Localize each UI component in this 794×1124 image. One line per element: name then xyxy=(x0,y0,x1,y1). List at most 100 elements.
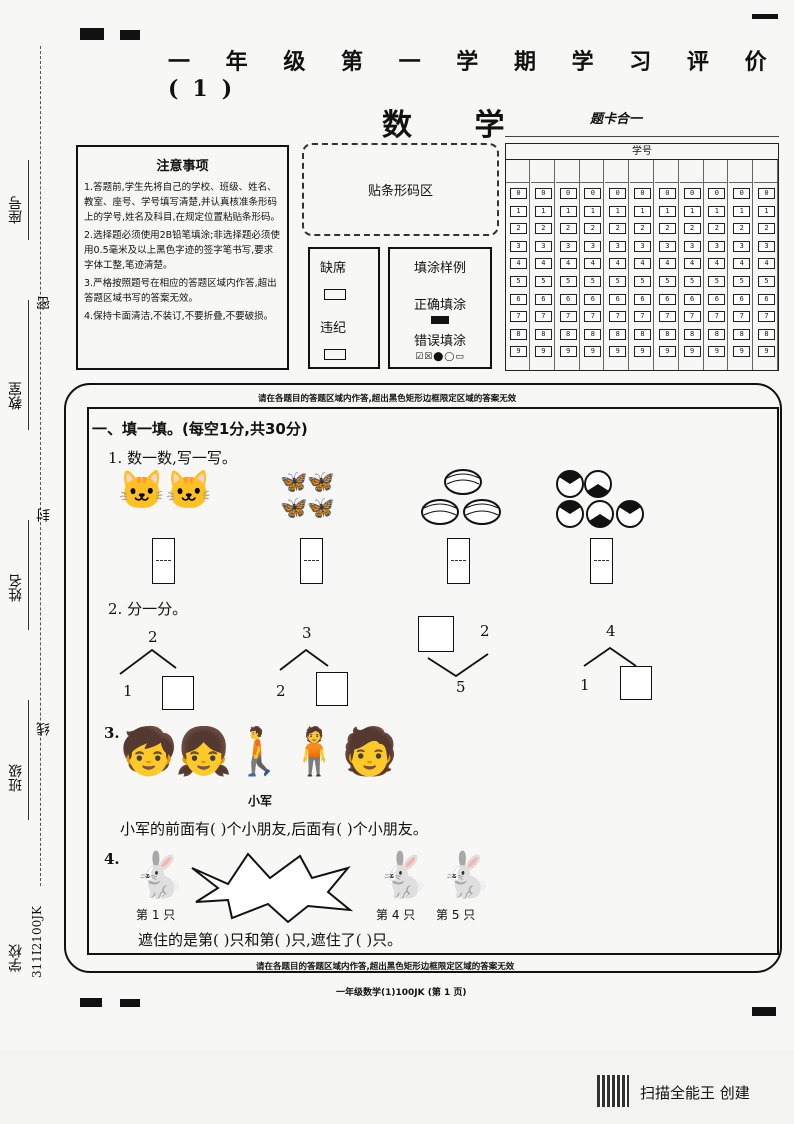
student-id-bubble[interactable]: 6 xyxy=(534,293,552,305)
student-id-bubble[interactable]: 0 xyxy=(584,188,602,199)
seat-field[interactable] xyxy=(28,160,29,240)
student-id-bubble[interactable]: 8 xyxy=(634,328,651,340)
student-id-bubble[interactable]: 6 xyxy=(683,293,701,305)
student-id-digit-cell[interactable] xyxy=(605,160,629,183)
student-id-bubble[interactable]: 7 xyxy=(559,311,577,323)
student-id-digit-cell[interactable] xyxy=(630,160,653,183)
student-id-bubble[interactable]: 9 xyxy=(658,346,676,358)
student-id-bubble[interactable]: 2 xyxy=(658,223,676,235)
student-id-bubble[interactable]: 3 xyxy=(609,240,627,252)
student-id-bubble[interactable]: 7 xyxy=(733,311,751,323)
student-id-bubble[interactable]: 2 xyxy=(708,223,726,235)
student-id-bubble[interactable]: 3 xyxy=(733,240,751,252)
student-id-bubble[interactable]: 4 xyxy=(559,258,577,270)
student-id-bubble[interactable]: 4 xyxy=(584,258,602,270)
student-id-bubble[interactable]: 0 xyxy=(683,188,701,199)
student-id-bubble[interactable]: 0 xyxy=(733,188,751,199)
student-id-bubble[interactable]: 8 xyxy=(683,328,701,340)
student-id-bubble[interactable]: 9 xyxy=(708,346,726,358)
answer-box-cats[interactable] xyxy=(152,538,175,584)
student-id-bubble[interactable]: 9 xyxy=(510,346,527,358)
student-id-bubble[interactable]: 0 xyxy=(708,188,726,199)
student-id-bubble[interactable]: 8 xyxy=(733,328,751,340)
student-id-bubble[interactable]: 7 xyxy=(634,311,651,323)
student-id-bubble[interactable]: 6 xyxy=(559,293,577,305)
student-id-bubble[interactable]: 0 xyxy=(510,188,527,199)
student-id-bubble[interactable]: 7 xyxy=(534,311,552,323)
student-id-bubble[interactable]: 6 xyxy=(658,293,676,305)
student-id-bubble[interactable]: 6 xyxy=(708,293,726,305)
student-id-bubble[interactable]: 5 xyxy=(584,276,602,287)
student-id-digit-cell[interactable] xyxy=(729,160,753,183)
student-id-bubble[interactable]: 3 xyxy=(758,240,775,252)
student-id-bubble[interactable]: 7 xyxy=(584,311,602,323)
student-id-bubble[interactable]: 3 xyxy=(683,240,701,252)
student-id-bubble[interactable]: 8 xyxy=(559,328,577,340)
student-id-bubble[interactable]: 9 xyxy=(634,346,651,358)
student-id-bubble[interactable]: 2 xyxy=(758,223,775,235)
student-id-bubble[interactable]: 3 xyxy=(584,240,602,252)
student-id-bubble[interactable]: 8 xyxy=(510,328,527,340)
student-id-bubble[interactable]: 0 xyxy=(534,188,552,199)
student-id-bubble[interactable]: 9 xyxy=(683,346,701,358)
student-id-bubble[interactable]: 4 xyxy=(733,258,751,270)
student-id-bubble[interactable]: 5 xyxy=(609,276,627,287)
student-id-bubble[interactable]: 7 xyxy=(708,311,726,323)
student-id-bubble[interactable]: 9 xyxy=(559,346,577,358)
absent-bubble[interactable] xyxy=(324,289,346,300)
student-id-bubble[interactable]: 4 xyxy=(758,258,775,270)
student-id-digit-cell[interactable] xyxy=(555,160,579,183)
student-id-bubble[interactable]: 2 xyxy=(534,223,552,235)
student-id-bubble[interactable]: 6 xyxy=(510,293,527,305)
student-id-bubble[interactable]: 7 xyxy=(658,311,676,323)
student-id-bubble[interactable]: 1 xyxy=(609,205,627,217)
student-id-bubble[interactable]: 9 xyxy=(534,346,552,358)
student-id-bubble[interactable]: 4 xyxy=(658,258,676,270)
student-id-bubble[interactable]: 6 xyxy=(733,293,751,305)
student-id-bubble[interactable]: 4 xyxy=(510,258,527,270)
student-id-bubble[interactable]: 5 xyxy=(683,276,701,287)
student-id-bubble[interactable]: 7 xyxy=(758,311,775,323)
student-id-bubble[interactable]: 2 xyxy=(609,223,627,235)
student-id-bubble[interactable]: 0 xyxy=(559,188,577,199)
student-id-bubble[interactable]: 3 xyxy=(559,240,577,252)
answer-box-butterflies[interactable] xyxy=(300,538,323,584)
student-id-bubble[interactable]: 9 xyxy=(584,346,602,358)
tree1-answer-box[interactable] xyxy=(162,676,194,710)
student-id-bubble[interactable]: 2 xyxy=(559,223,577,235)
student-id-bubble[interactable]: 1 xyxy=(758,205,775,217)
student-id-bubble[interactable]: 0 xyxy=(758,188,775,199)
student-id-digit-cell[interactable] xyxy=(754,160,777,183)
violation-bubble[interactable] xyxy=(324,349,346,360)
student-id-digit-cell[interactable] xyxy=(679,160,703,183)
student-id-bubble[interactable]: 8 xyxy=(534,328,552,340)
student-id-bubble[interactable]: 5 xyxy=(559,276,577,287)
student-id-bubble[interactable]: 9 xyxy=(733,346,751,358)
student-id-bubble[interactable]: 0 xyxy=(609,188,627,199)
student-id-bubble[interactable]: 8 xyxy=(584,328,602,340)
student-id-bubble[interactable]: 1 xyxy=(559,205,577,217)
answer-box-balls[interactable] xyxy=(590,538,613,584)
student-id-bubble[interactable]: 7 xyxy=(609,311,627,323)
student-id-bubble[interactable]: 4 xyxy=(683,258,701,270)
student-id-bubble[interactable]: 9 xyxy=(609,346,627,358)
student-id-digit-cell[interactable] xyxy=(530,160,554,183)
student-id-bubble[interactable]: 0 xyxy=(634,188,651,199)
student-id-bubble[interactable]: 8 xyxy=(708,328,726,340)
classroom-field[interactable] xyxy=(28,300,29,430)
student-id-bubble[interactable]: 1 xyxy=(584,205,602,217)
name-field[interactable] xyxy=(28,520,29,630)
student-id-bubble[interactable]: 5 xyxy=(510,276,527,287)
student-id-bubble[interactable]: 4 xyxy=(609,258,627,270)
student-id-bubble[interactable]: 1 xyxy=(534,205,552,217)
tree2-answer-box[interactable] xyxy=(316,672,348,706)
student-id-bubble[interactable]: 4 xyxy=(708,258,726,270)
student-id-bubble[interactable]: 1 xyxy=(683,205,701,217)
student-id-bubble[interactable]: 4 xyxy=(634,258,651,270)
student-id-bubble[interactable]: 2 xyxy=(733,223,751,235)
student-id-bubble[interactable]: 5 xyxy=(708,276,726,287)
barcode-area[interactable]: 贴条形码区 xyxy=(302,143,499,236)
answer-box-watermelons[interactable] xyxy=(447,538,470,584)
student-id-bubble[interactable]: 7 xyxy=(683,311,701,323)
student-id-bubble[interactable]: 2 xyxy=(510,223,527,235)
